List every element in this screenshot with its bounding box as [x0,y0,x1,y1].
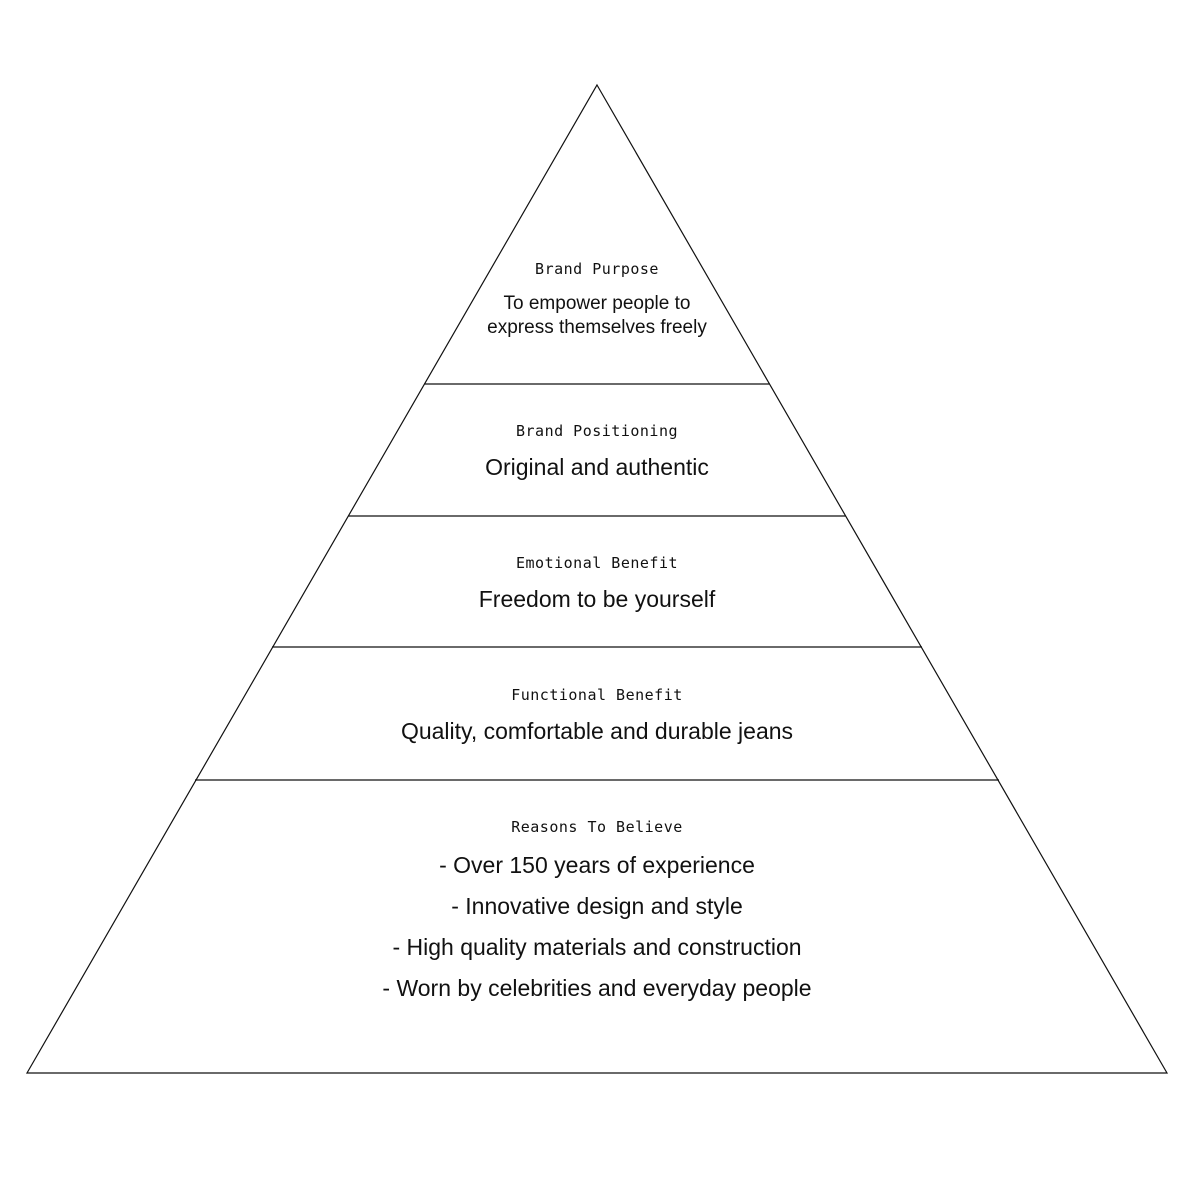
brand-purpose-text: To empower people to express themselves … [0,292,1194,340]
brand-positioning-heading: Brand Positioning [515,422,679,440]
functional-benefit-text: Quality, comfortable and durable jeans [400,718,794,744]
reason-item: - Over 150 years of experience [439,852,755,878]
pyramid-outline [25,83,1169,1074]
emotional-benefit-text: Freedom to be yourself [478,586,716,612]
brand-purpose-line: To empower people to [503,293,691,314]
functional-benefit-heading: Functional Benefit [511,686,683,704]
reason-item: - Worn by celebrities and everyday peopl… [382,975,812,1001]
brand-purpose-heading: Brand Purpose [535,260,659,278]
reasons-to-believe-heading: Reasons To Believe [511,818,683,836]
reason-item: - Innovative design and style [451,893,743,919]
brand-purpose-line: express themselves freely [487,317,707,338]
brand-positioning-text: Original and authentic [485,454,709,480]
reason-item: - High quality materials and constructio… [392,934,802,960]
reasons-to-believe-list: - Over 150 years of experience - Innovat… [0,851,1194,1015]
emotional-benefit-heading: Emotional Benefit [515,554,679,572]
